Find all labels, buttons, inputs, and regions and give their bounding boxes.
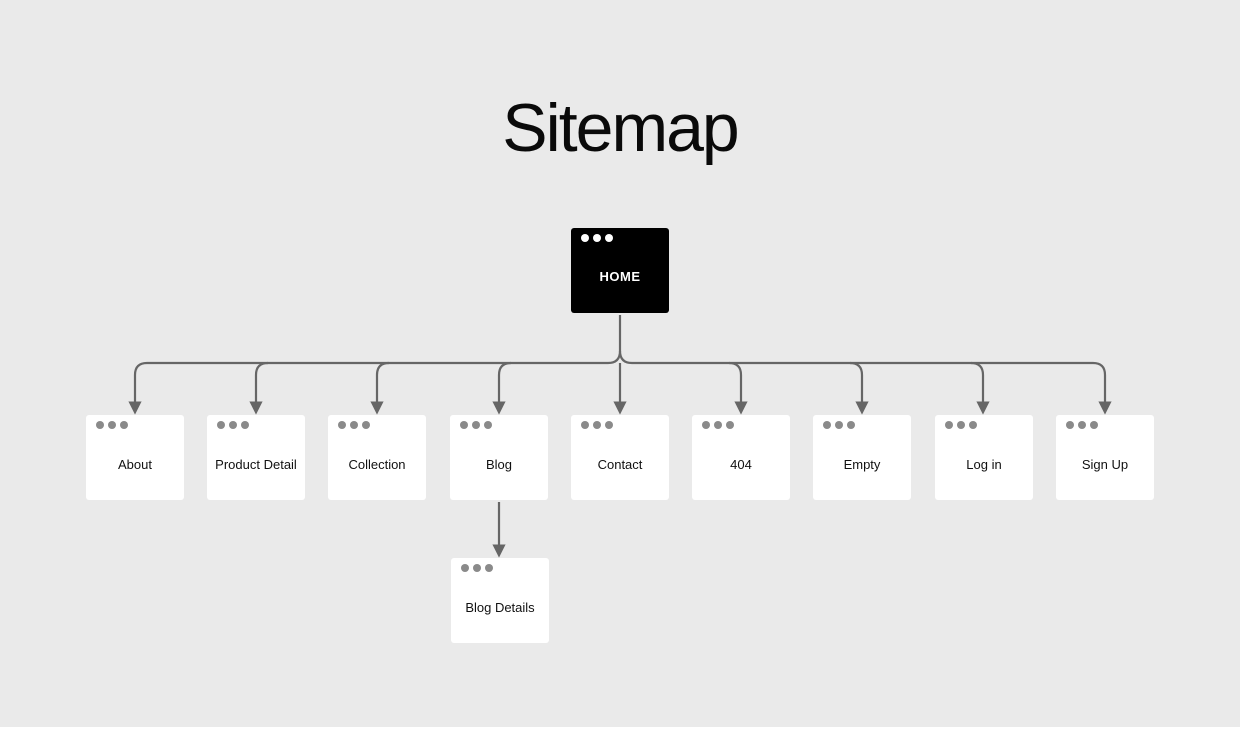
connector-sign-up — [1092, 361, 1112, 415]
bottom-divider — [0, 727, 1240, 729]
node-product-detail[interactable]: Product Detail — [207, 415, 305, 500]
window-dots-icon — [1066, 421, 1098, 429]
node-label: About — [118, 457, 152, 472]
node-contact[interactable]: Contact — [571, 415, 669, 500]
node-about[interactable]: About — [86, 415, 184, 500]
window-dots-icon — [217, 421, 249, 429]
connector-404 — [728, 361, 748, 415]
node-label: Collection — [348, 457, 406, 472]
node-label: Blog Details — [465, 600, 535, 615]
node-home[interactable]: HOME — [571, 228, 669, 313]
window-dots-icon — [702, 421, 734, 429]
node-sign-up[interactable]: Sign Up — [1056, 415, 1154, 500]
connector-empty — [849, 361, 869, 415]
window-dots-icon — [338, 421, 370, 429]
connector-log-in — [970, 361, 990, 415]
node-blog[interactable]: Blog — [450, 415, 548, 500]
window-dots-icon — [945, 421, 977, 429]
node-label: Product Detail — [215, 457, 297, 472]
page-title: Sitemap — [502, 90, 739, 166]
node-blog-details[interactable]: Blog Details — [451, 558, 549, 643]
connector-curve-left — [607, 350, 622, 365]
connector-curve-right — [618, 350, 633, 365]
window-dots-icon — [581, 234, 613, 242]
window-dots-icon — [461, 564, 493, 572]
node-label: Sign Up — [1081, 457, 1129, 472]
node-label: Log in — [966, 457, 1002, 472]
node-empty[interactable]: Empty — [813, 415, 911, 500]
connector-about — [128, 361, 148, 415]
node-home-label: HOME — [599, 269, 641, 284]
node-collection[interactable]: Collection — [328, 415, 426, 500]
connector-blog — [492, 361, 512, 415]
node-404[interactable]: 404 — [692, 415, 790, 500]
node-label: Contact — [597, 457, 643, 472]
node-log-in[interactable]: Log in — [935, 415, 1033, 500]
connector-product-detail — [249, 361, 269, 415]
node-label: Empty — [843, 457, 881, 472]
node-label: Blog — [485, 457, 513, 472]
window-dots-icon — [460, 421, 492, 429]
window-dots-icon — [96, 421, 128, 429]
window-dots-icon — [581, 421, 613, 429]
window-dots-icon — [823, 421, 855, 429]
node-label: 404 — [730, 457, 752, 472]
connector-collection — [370, 361, 390, 415]
